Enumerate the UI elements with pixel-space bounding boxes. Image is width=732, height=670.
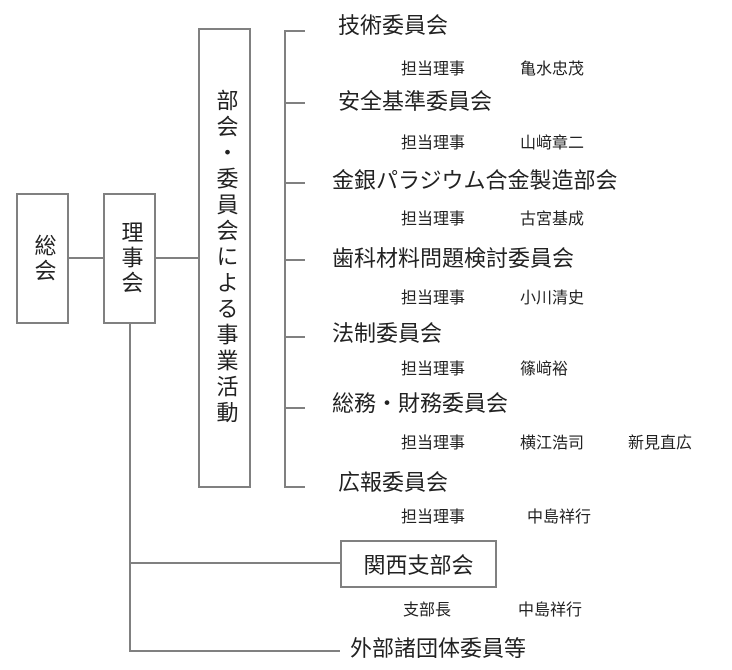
connector-line [156, 257, 198, 259]
board-label: 理事会 [117, 221, 143, 296]
committee-role: 担当理事 [401, 433, 466, 452]
bracket-tick [284, 407, 305, 409]
branch-box: 関西支部会 [340, 540, 497, 588]
connector-line [129, 650, 340, 652]
connector-line [129, 562, 340, 564]
branch-role: 支部長 [403, 600, 452, 619]
general-meeting-box: 総会 [16, 193, 69, 324]
general-meeting-label: 総会 [30, 233, 56, 284]
committee-member: 山﨑章二 [520, 133, 585, 152]
branch-name: 関西支部会 [363, 554, 474, 579]
committee-name: 金銀パラジウム合金製造部会 [332, 169, 618, 194]
activities-label: 部会・委員会による事業活動 [212, 89, 238, 427]
committee-name: 技術委員会 [338, 14, 449, 39]
bracket-tick [284, 259, 305, 261]
committee-role: 担当理事 [401, 359, 466, 378]
committee-member: 横江浩司 [520, 433, 585, 452]
committee-role: 担当理事 [401, 133, 466, 152]
committee-name: 広報委員会 [338, 471, 449, 496]
board-box: 理事会 [103, 193, 156, 324]
connector-line [129, 324, 131, 652]
committee-member: 古宮基成 [520, 209, 585, 228]
committee-member: 亀水忠茂 [520, 59, 585, 78]
activities-box: 部会・委員会による事業活動 [198, 28, 251, 488]
bracket-tick [284, 102, 305, 104]
committee-member: 新見直広 [628, 433, 693, 452]
branch-member: 中島祥行 [518, 600, 583, 619]
bracket-tick [284, 486, 305, 488]
committee-role: 担当理事 [401, 59, 466, 78]
committee-role: 担当理事 [401, 507, 466, 526]
connector-line [69, 257, 103, 259]
committee-name: 安全基準委員会 [338, 90, 493, 115]
committee-name: 法制委員会 [332, 322, 443, 347]
committee-role: 担当理事 [401, 288, 466, 307]
committee-member: 小川清史 [520, 288, 585, 307]
committee-name: 歯科材料問題検討委員会 [332, 247, 575, 272]
committee-member: 中島祥行 [527, 507, 592, 526]
committee-member: 篠﨑裕 [520, 359, 569, 378]
bracket-tick [284, 182, 305, 184]
committee-role: 担当理事 [401, 209, 466, 228]
bracket-tick [284, 30, 305, 32]
committee-name: 総務・財務委員会 [332, 392, 509, 417]
external-label: 外部諸団体委員等 [350, 637, 527, 662]
bracket-tick [284, 336, 305, 338]
